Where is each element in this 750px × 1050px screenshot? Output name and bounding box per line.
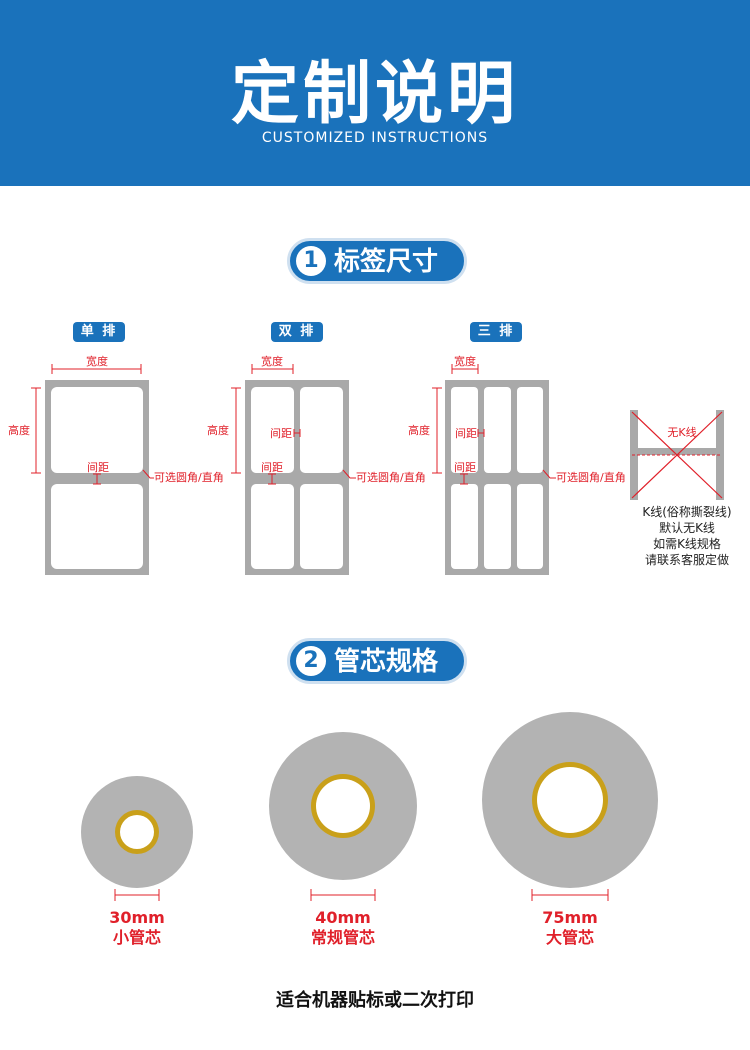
kline-note: K线(俗称撕裂线) 默认无K线 如需K线规格 请联系客服定做 (642, 505, 732, 567)
layout-tag-single: 单 排 (73, 322, 125, 342)
gap-label-single: 间距 (87, 461, 109, 474)
section-label-size: 1 标签尺寸 (287, 238, 467, 284)
width-label-triple: 宽度 (454, 355, 476, 368)
gap-v-label-triple: 间距 (454, 461, 476, 474)
corner-label-double: 可选圆角/直角 (356, 471, 426, 484)
page-subtitle: CUSTOMIZED INSTRUCTIONS (261, 130, 489, 146)
corner-label-single: 可选圆角/直角 (154, 471, 224, 484)
layout-tag-double: 双 排 (271, 322, 323, 342)
width-label-single: 宽度 (86, 355, 108, 368)
footer-note: 适合机器贴标或二次打印 (276, 990, 474, 1011)
kline-label: 无K线 (667, 426, 697, 439)
corner-label-triple: 可选圆角/直角 (556, 471, 626, 484)
section-number: 1 (296, 246, 326, 276)
label-single-2 (51, 484, 143, 569)
height-label-triple: 高度 (408, 424, 430, 437)
width-label-double: 宽度 (261, 355, 283, 368)
height-label-double: 高度 (207, 424, 229, 437)
height-label-single: 高度 (8, 424, 30, 437)
gap-v-label-double: 间距 (261, 461, 283, 474)
corner-pointer (142, 469, 154, 479)
section-number: 2 (296, 646, 326, 676)
section-core-spec: 2 管芯规格 (287, 638, 467, 684)
layout-tag-triple: 三 排 (470, 322, 522, 342)
page-title: 定制说明 (230, 55, 519, 134)
section-title: 标签尺寸 (334, 247, 439, 277)
kline-cross-2 (631, 411, 723, 499)
header-banner: 定制说明 CUSTOMIZED INSTRUCTIONS (0, 0, 750, 186)
section-title: 管芯规格 (334, 647, 439, 677)
label-single-1 (51, 387, 143, 473)
gap-h-label-double: 间距 (270, 427, 292, 440)
gap-h-label-triple: 间距 (455, 427, 477, 440)
